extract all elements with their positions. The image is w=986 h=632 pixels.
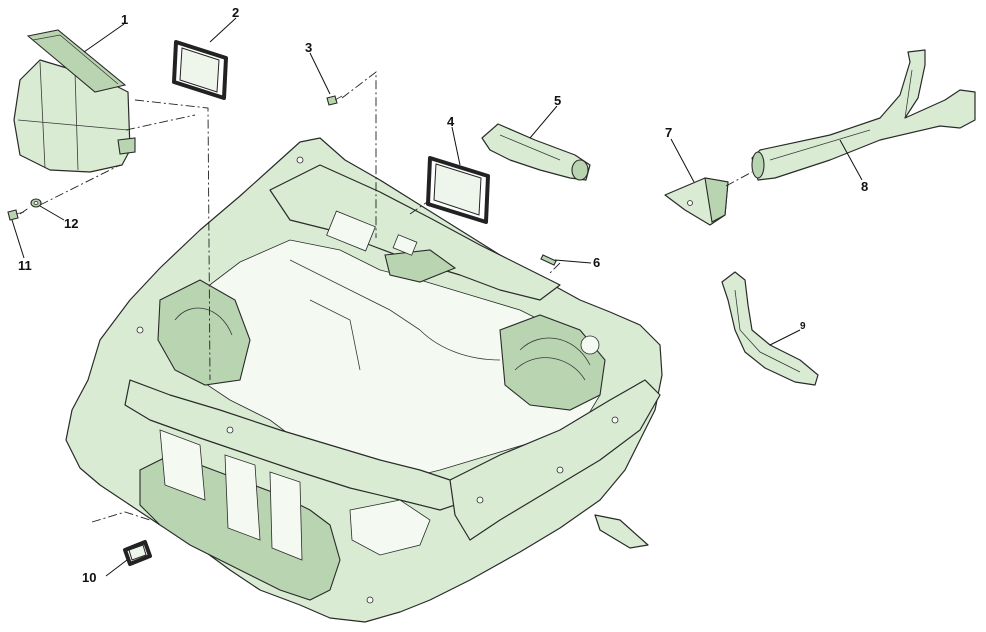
part-8-y-duct [751, 49, 976, 181]
callout-1: 1 [121, 12, 128, 27]
part-12-washer [30, 198, 42, 208]
callout-2: 2 [232, 5, 239, 20]
callout-3: 3 [305, 40, 312, 55]
assembly-lines [19, 71, 753, 523]
callout-5: 5 [554, 93, 561, 108]
callout-12: 12 [64, 216, 78, 231]
part-1-air-intake-housing [13, 29, 136, 173]
callout-labels: 1 2 3 4 5 6 7 8 9 10 11 12 [18, 5, 868, 585]
part-9-duct [721, 271, 819, 386]
part-4-gasket [426, 156, 490, 224]
part-5-duct [481, 123, 591, 181]
callout-8: 8 [861, 179, 868, 194]
front-end-body-structure [65, 137, 663, 623]
leader-lines [11, 17, 863, 577]
callout-11: 11 [18, 258, 32, 273]
callout-9: 9 [800, 321, 806, 332]
callout-4: 4 [447, 114, 455, 129]
callout-10: 10 [82, 570, 96, 585]
callout-7: 7 [665, 125, 672, 140]
part-3-screw [326, 95, 343, 106]
part-7-adapter [664, 177, 729, 226]
part-10-grommet [123, 540, 152, 566]
callout-6: 6 [593, 255, 600, 270]
part-2-gasket [172, 40, 228, 100]
part-11-bolt [7, 209, 25, 221]
part-6-clip [540, 254, 557, 266]
